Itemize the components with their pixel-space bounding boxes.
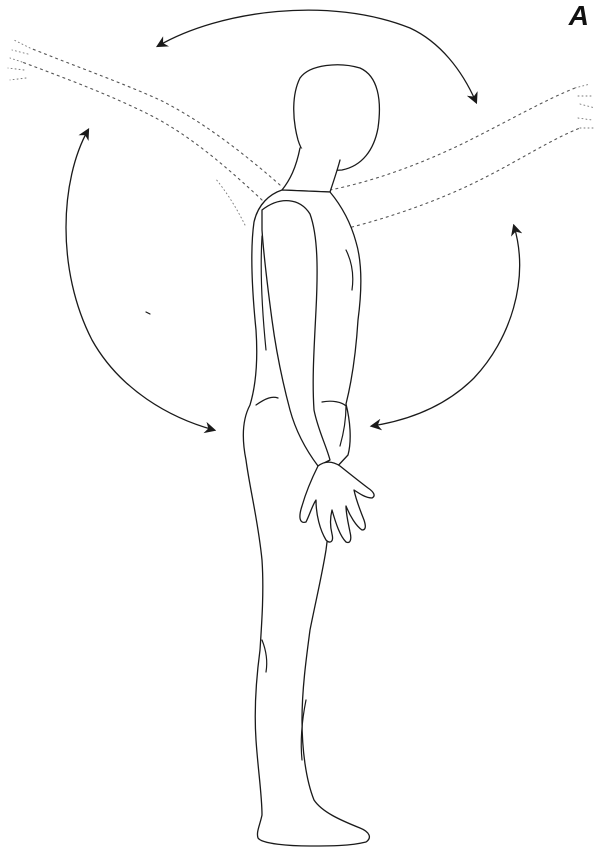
ghost-arm-left-raised [8,40,280,225]
arc-left-back [66,130,214,430]
stray-mark [146,312,150,314]
arc-right-front [372,226,520,426]
human-figure-side-view [243,65,379,846]
